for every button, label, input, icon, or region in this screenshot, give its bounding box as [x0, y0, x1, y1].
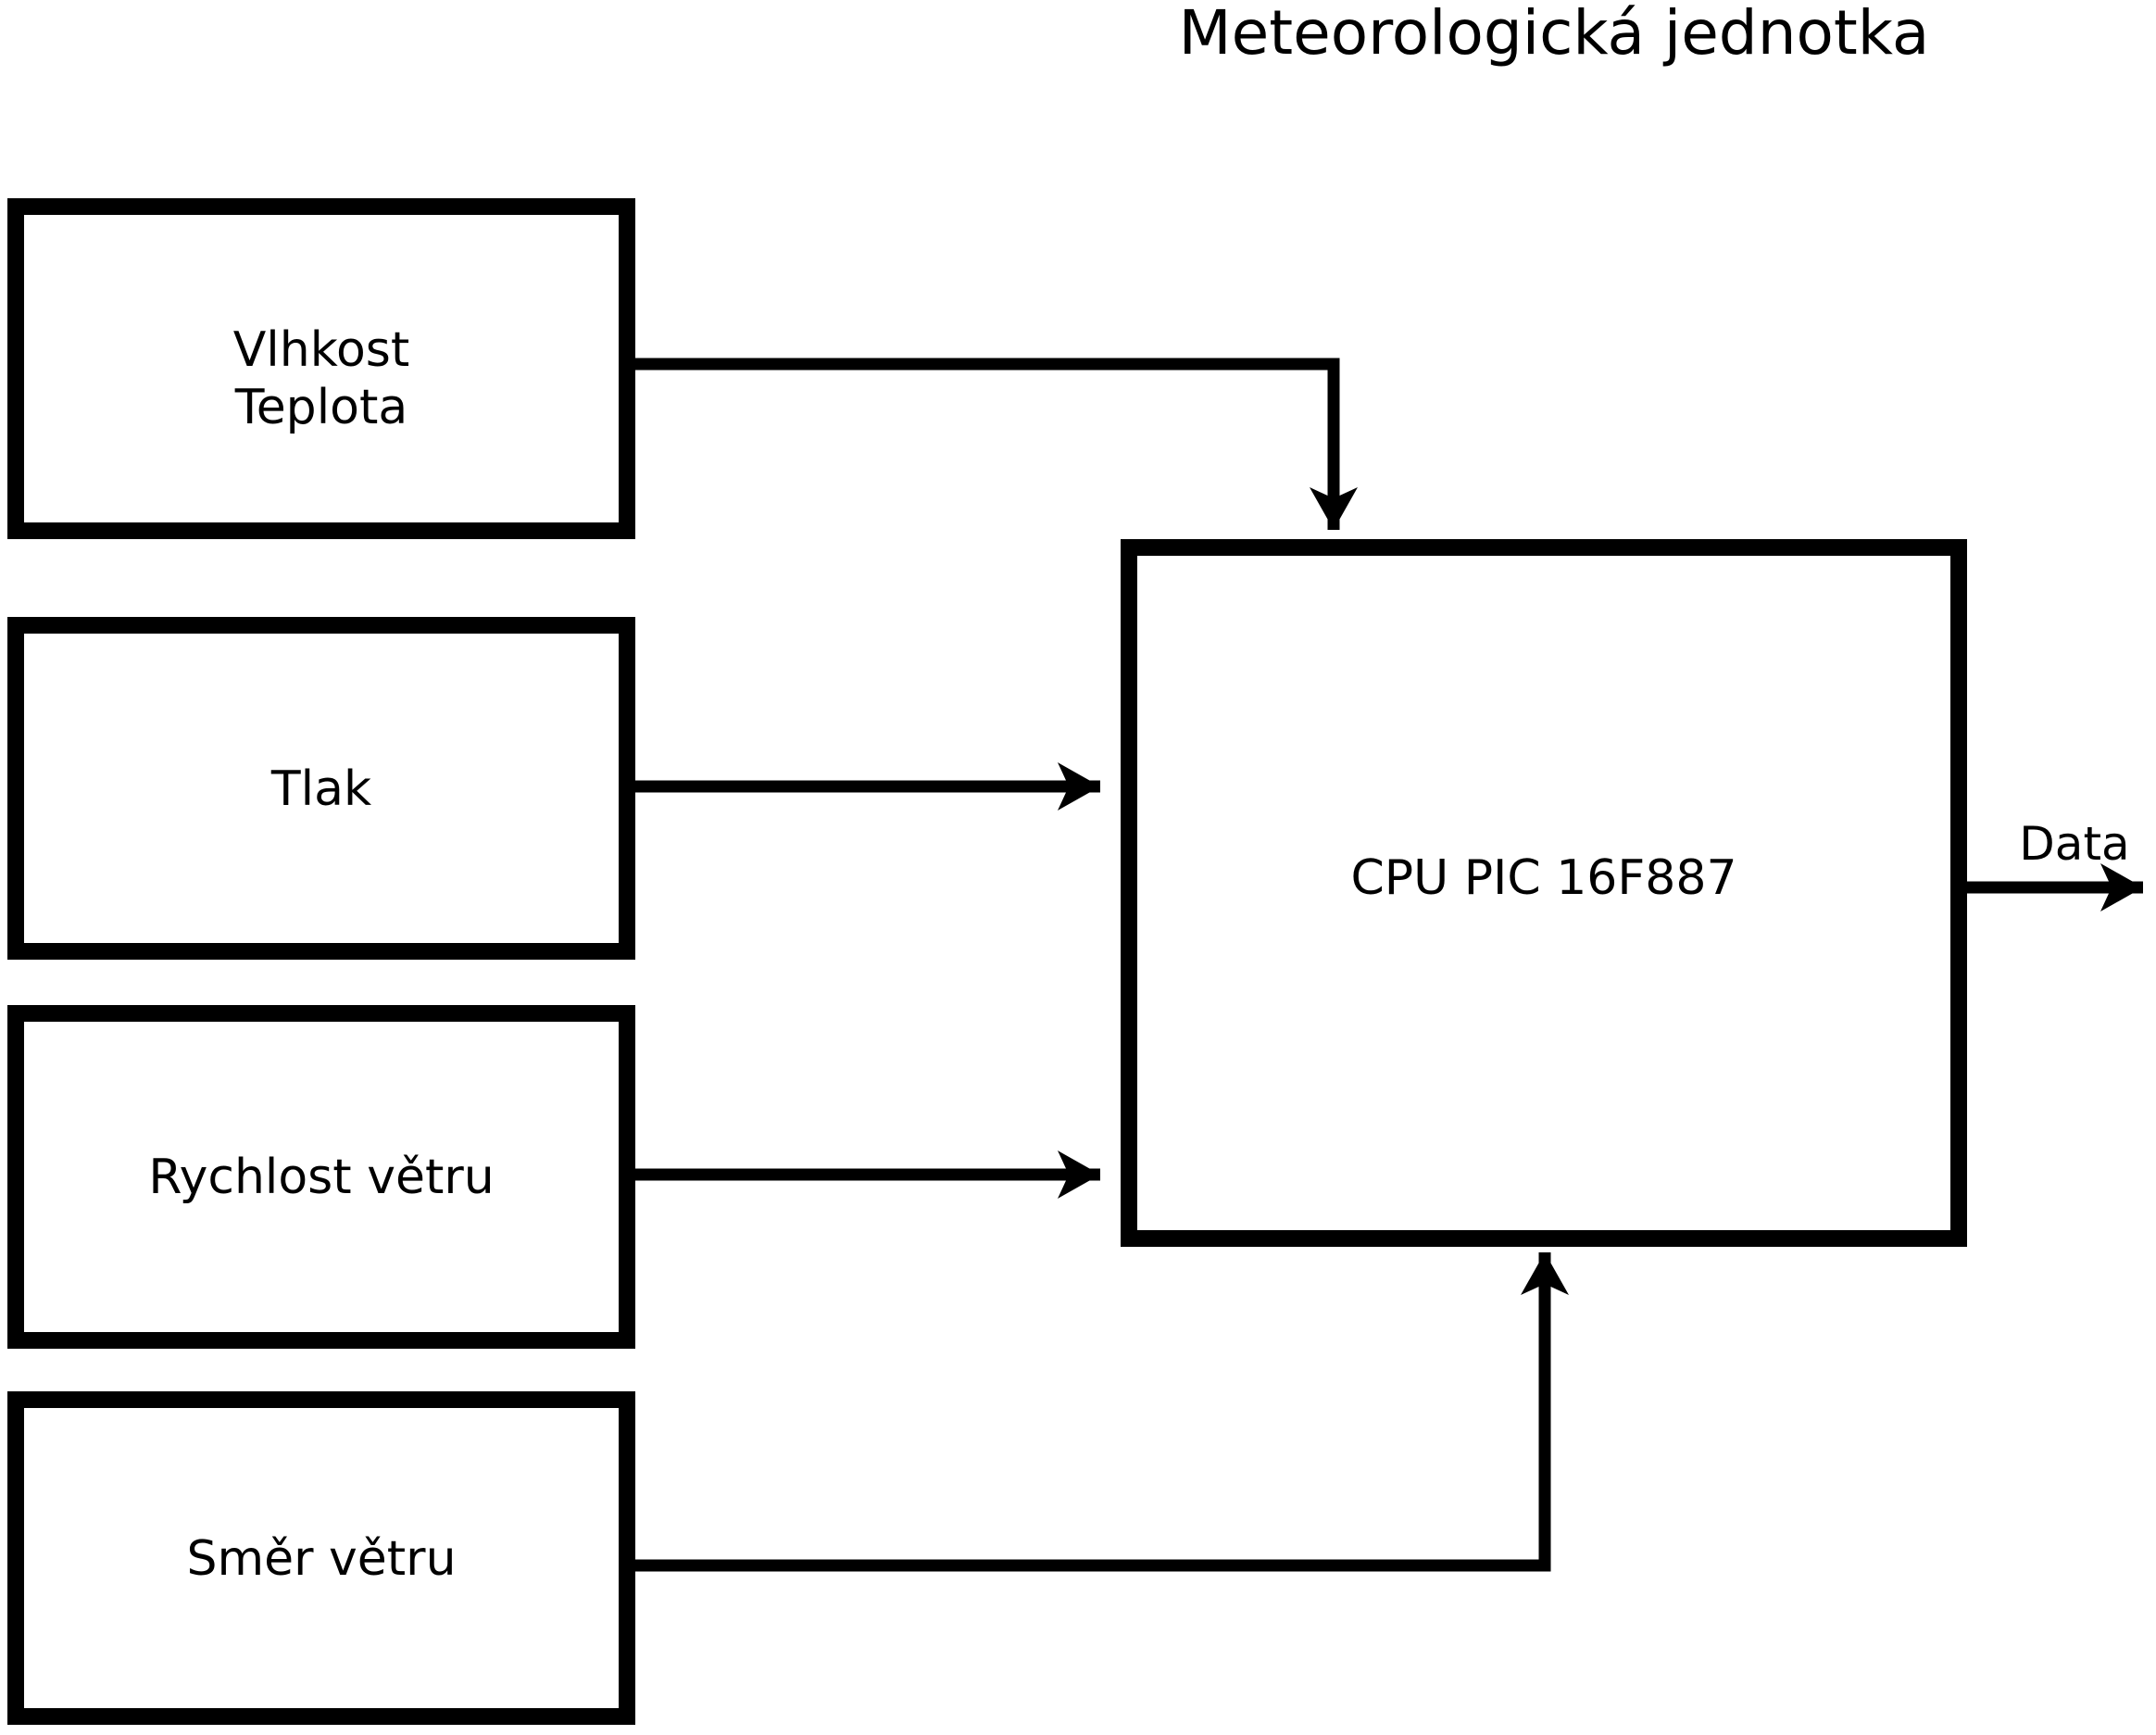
node-pressure-label: Tlak [270, 761, 371, 817]
edge-wind-direction-to-cpu [635, 1252, 1569, 1572]
node-pressure-box [7, 617, 635, 960]
node-pressure: Tlak [7, 617, 635, 960]
node-wind-speed-box [7, 1005, 635, 1349]
node-wind-direction-box [7, 1391, 635, 1725]
node-wind-speed-label: Rychlost větru [148, 1150, 494, 1205]
node-wind-direction-label: Směr větru [186, 1531, 456, 1587]
node-humidity-temperature-box [7, 198, 635, 539]
node-humidity-temperature-label-line2: Teplota [234, 380, 407, 435]
node-humidity-temperature-label-line1: Vlhkost [233, 322, 410, 378]
node-cpu-label: CPU PIC 16F887 [1350, 850, 1736, 906]
node-cpu: CPU PIC 16F887 [1121, 539, 1967, 1247]
data-output-label: Data [2019, 817, 2129, 871]
node-humidity-temperature: Vlhkost Teplota [7, 198, 635, 539]
node-cpu-box [1121, 539, 1967, 1247]
node-wind-direction: Směr větru [7, 1391, 635, 1725]
edge-humidity-temperature-to-cpu [635, 358, 1358, 530]
node-wind-speed: Rychlost větru [7, 1005, 635, 1349]
diagram-title: Meteorologická jednotka [1179, 0, 1930, 69]
